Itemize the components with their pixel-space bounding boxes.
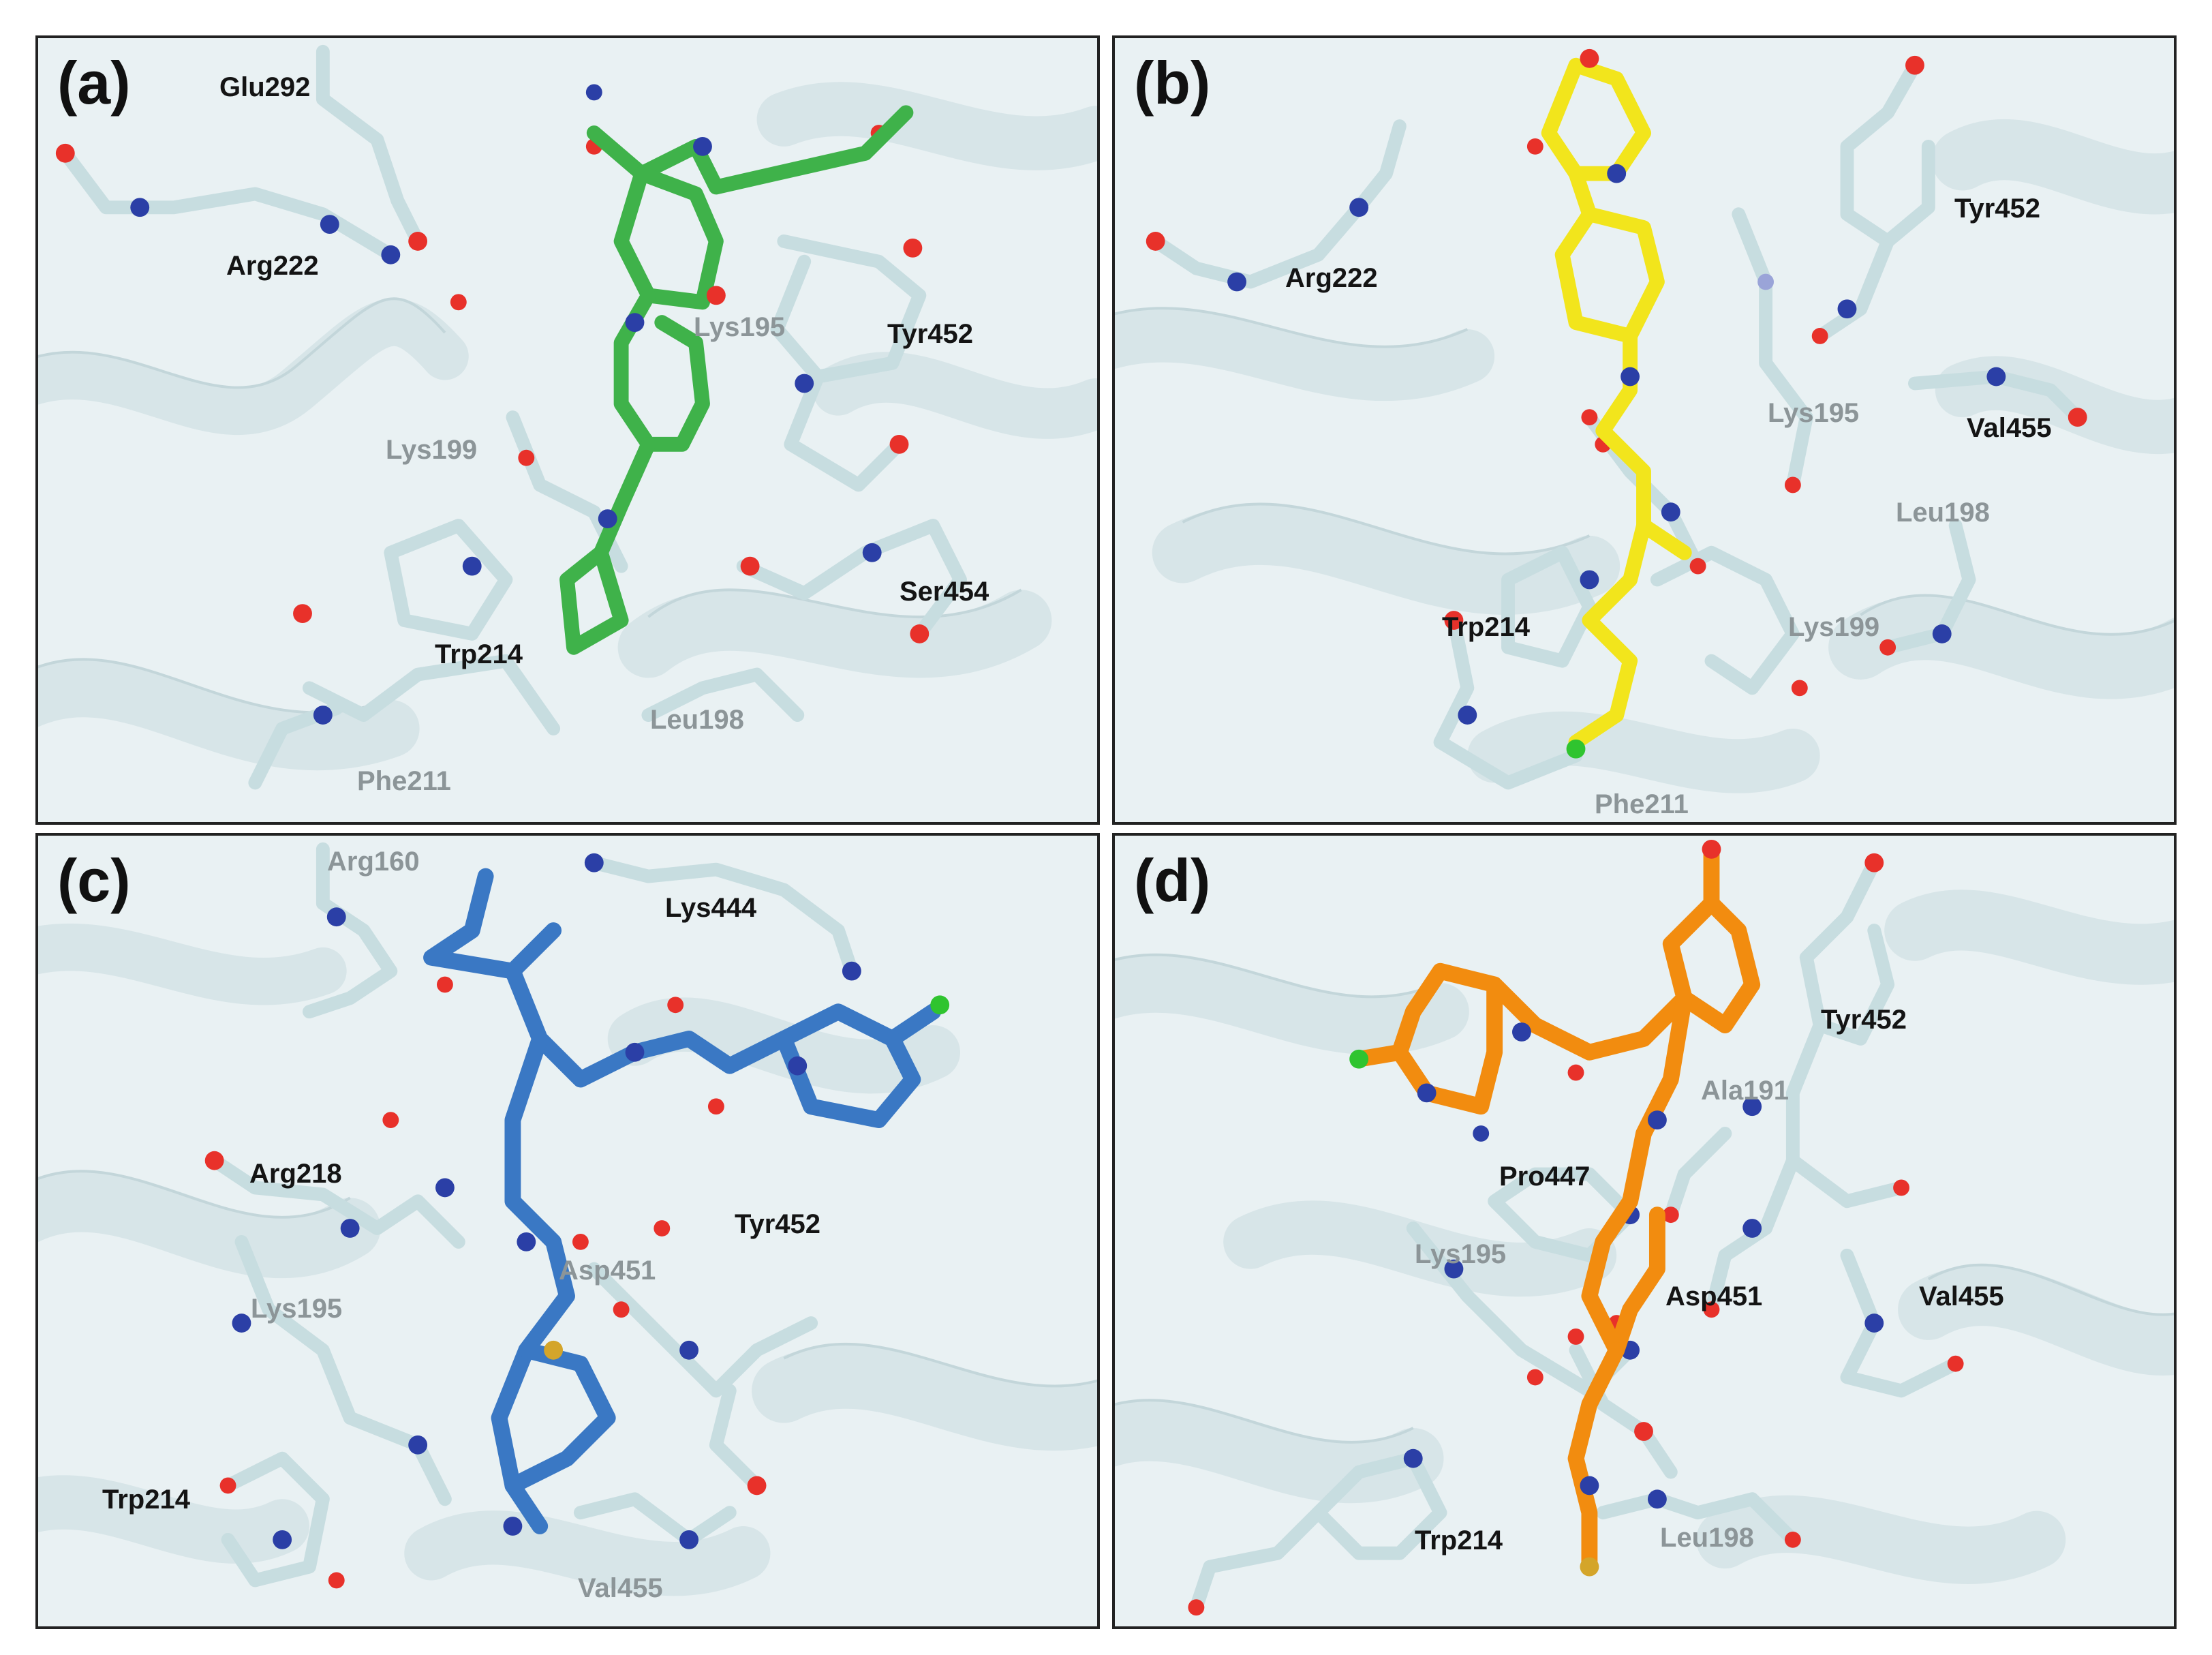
- panel-a-letter: (a): [57, 49, 131, 117]
- residue-label: Tyr452: [1821, 1005, 1907, 1035]
- oxygen-atoms: [55, 125, 930, 643]
- oxygen-atoms: [204, 1112, 767, 1589]
- protein-ribbon-outlines: [1115, 307, 2174, 636]
- residue-label: Arg160: [327, 847, 420, 877]
- residue-label: Tyr452: [1954, 194, 2041, 224]
- residue-label: Lys199: [386, 435, 478, 465]
- residue-label: Arg222: [226, 251, 319, 281]
- ligand-a: [559, 105, 914, 655]
- protein-ribbons: [38, 82, 1097, 771]
- residue-label: Asp451: [559, 1256, 656, 1286]
- residue-label: Trp214: [1415, 1525, 1503, 1555]
- residue-label: Lys199: [1788, 612, 1880, 642]
- residue-label: Ser454: [900, 577, 989, 607]
- residue-label: Asp451: [1665, 1281, 1763, 1311]
- residue-label: Trp214: [102, 1485, 190, 1515]
- panel-d: (d) Tyr452 Ala191 Pro447 Lys195 Asp451 V…: [1112, 833, 2177, 1629]
- nitrogen-atoms: [232, 853, 861, 1549]
- residue-label: Pro447: [1499, 1161, 1591, 1191]
- protein-ribbon-outlines: [38, 1170, 1097, 1388]
- nitrogen-atoms: [1403, 1097, 1884, 1509]
- residue-label: Trp214: [1442, 612, 1530, 642]
- residue-label: Lys195: [694, 312, 786, 342]
- residue-label: Phe211: [1595, 789, 1689, 819]
- residue-label: Trp214: [435, 639, 523, 669]
- ligand-d-heteroatoms: [1349, 839, 1721, 1577]
- panel-c-structure: [38, 842, 1097, 1596]
- residue-sticks: [1189, 855, 1963, 1615]
- protein-ribbons: [1115, 890, 2174, 1584]
- panel-c-letter: (c): [57, 847, 131, 914]
- residue-label: Phe211: [357, 766, 451, 796]
- residue-sticks: [207, 842, 859, 1588]
- panel-a: (a) Glu292 Arg222 Lys195 Tyr452 Lys199 S…: [35, 35, 1100, 825]
- nitrogen-atoms: [130, 198, 882, 725]
- residue-sticks: [1148, 58, 2085, 790]
- ligand-b-heteroatoms: [1526, 48, 1706, 759]
- panel-d-structure: [1115, 839, 2174, 1616]
- residue-label: Tyr452: [735, 1209, 821, 1239]
- panel-a-structure: [38, 44, 1097, 790]
- residue-label: Arg222: [1285, 263, 1378, 293]
- panel-d-letter: (d): [1134, 847, 1211, 914]
- panel-b-letter: (b): [1134, 49, 1211, 117]
- panel-b-structure: [1115, 48, 2174, 793]
- residue-label: Lys195: [1768, 398, 1860, 428]
- oxygen-atoms: [1146, 55, 2087, 697]
- residue-label: Lys444: [665, 893, 757, 923]
- residue-label: Leu198: [1896, 498, 1990, 528]
- residue-label: Tyr452: [887, 319, 974, 349]
- nitrogen-atoms: [1227, 198, 2006, 725]
- residue-label: Val455: [1919, 1281, 2004, 1311]
- panel-c: (c) Arg160 Lys444 Arg218 Tyr452 Asp451 L…: [35, 833, 1100, 1629]
- residue-label: Leu198: [1660, 1523, 1754, 1553]
- residue-label: Val455: [578, 1573, 663, 1603]
- ligand-a-heteroatoms: [585, 84, 726, 528]
- residue-label: Val455: [1967, 413, 2052, 443]
- protein-ribbon-outlines: [1115, 953, 2174, 1444]
- protein-ribbons: [38, 923, 1097, 1596]
- ligand-c-heteroatoms: [436, 976, 950, 1536]
- residue-label: Lys195: [251, 1294, 343, 1324]
- panel-b: (b) Arg222 Tyr452 Lys195 Val455 Leu198 T…: [1112, 35, 2177, 825]
- ligand-c: [423, 868, 942, 1534]
- residue-label: Ala191: [1701, 1076, 1789, 1106]
- residue-label: Lys195: [1415, 1239, 1507, 1269]
- residue-label: Arg218: [249, 1159, 342, 1189]
- ligand-d: [1351, 840, 1761, 1575]
- residue-label: Glu292: [219, 72, 311, 102]
- residue-label: Leu198: [650, 705, 744, 735]
